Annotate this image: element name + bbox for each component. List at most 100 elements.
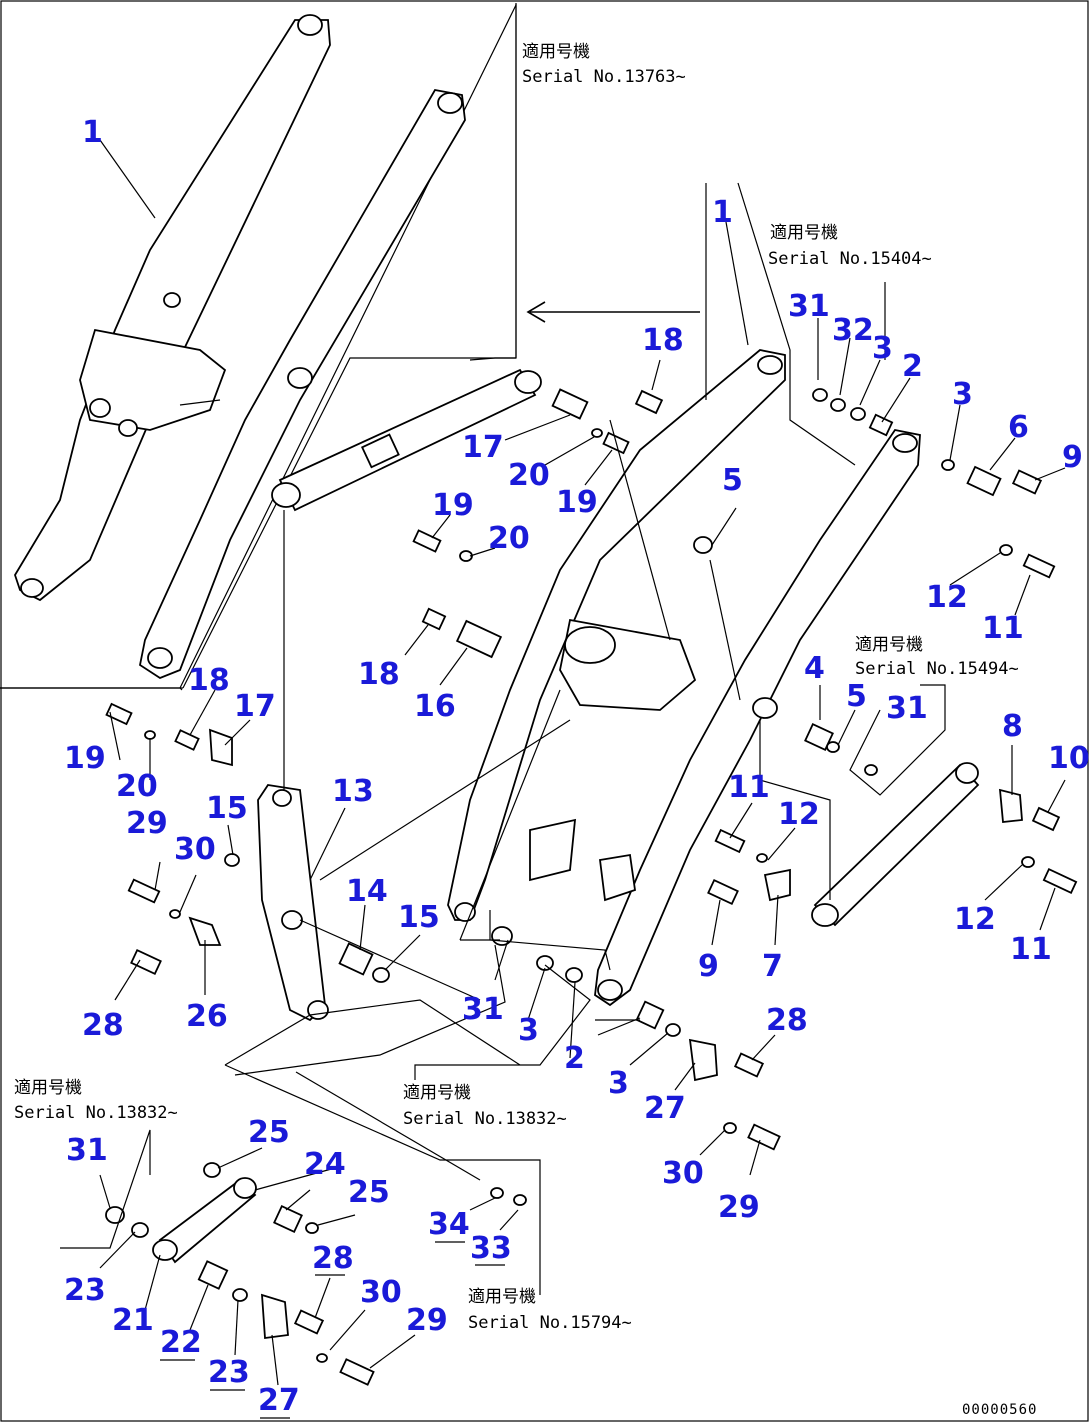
callout: 25 [348,1175,390,1210]
serial-note-6: 適用号機 Serial No.15794~ [468,1287,632,1333]
callout: 12 [954,902,996,937]
callout: 29 [406,1303,448,1338]
callout: 8 [1002,709,1023,744]
bellcrank [257,784,329,1022]
callout: 19 [432,488,474,523]
callout: 3 [608,1066,629,1101]
callout: 11 [728,770,770,805]
callout: 12 [778,797,820,832]
callout: 24 [304,1147,346,1182]
callout: 1 [82,115,103,150]
callouts: 1 1 18 17 20 19 19 20 18 16 31 32 3 2 3 … [64,115,1090,1418]
callout: 22 [160,1325,202,1360]
callout: 20 [488,521,530,556]
callout: 10 [1048,741,1090,776]
callout: 4 [804,651,825,686]
leader-lines [60,139,1066,1386]
callout: 28 [82,1008,124,1043]
callout: 32 [832,313,874,348]
callout: 5 [722,463,743,498]
callout: 34 [428,1207,470,1242]
callout: 9 [698,949,719,984]
callout: 13 [332,774,374,809]
callout: 7 [762,949,783,984]
callout: 30 [360,1275,402,1310]
callout: 25 [248,1115,290,1150]
callout: 3 [518,1013,539,1048]
serial-note-serial: Serial No.13763~ [522,67,686,87]
callout: 3 [952,377,973,412]
main-lift-arm [447,349,921,1007]
callout: 27 [644,1091,686,1126]
link [152,1177,257,1264]
inset-diagonal [182,357,516,689]
callout: 31 [788,289,830,324]
callout: 17 [462,430,504,465]
serial-note-3: 適用号機 Serial No.15494~ [855,635,1019,679]
serial-note-serial: Serial No.15404~ [768,249,932,269]
callout: 17 [234,689,276,724]
serial-note-title: 適用号機 [770,223,838,243]
callout: 9 [1062,440,1083,475]
serial-note-serial: Serial No.13832~ [14,1103,178,1123]
callout: 19 [556,485,598,520]
callout: 15 [398,900,440,935]
callout: 5 [846,679,867,714]
callout: 11 [982,611,1024,646]
serial-note-2: 適用号機 Serial No.15404~ [768,223,932,269]
callout: 18 [642,323,684,358]
serial-note-title: 適用号機 [855,635,923,655]
callout: 14 [346,874,388,909]
serial-note-title: 適用号機 [14,1078,82,1098]
callout: 21 [112,1303,154,1338]
callout: 1 [712,195,733,230]
callout: 2 [564,1041,585,1076]
serial-note-title: 適用号機 [522,42,590,62]
callout: 31 [462,992,504,1027]
serial-note-title: 適用号機 [403,1083,471,1103]
callout: 2 [902,349,923,384]
serial-note-5: 適用号機 Serial No.13832~ [403,1083,567,1129]
callout: 29 [718,1190,760,1225]
inset-frame [469,4,517,361]
callout: 26 [186,999,228,1034]
bucket-cylinder [811,762,980,927]
serial-note-serial: Serial No.13832~ [403,1109,567,1129]
callout: 6 [1008,410,1029,445]
callout: 15 [206,791,248,826]
callout: 30 [174,832,216,867]
callout-underlines [160,1241,505,1419]
callout: 33 [470,1231,512,1266]
tilt-cylinder [271,368,542,512]
callout: 31 [886,691,928,726]
reference-arrow-head [526,301,546,323]
callout: 12 [926,580,968,615]
small-parts [105,388,1078,1386]
serial-note-4: 適用号機 Serial No.13832~ [14,1078,178,1123]
serial-note-serial: Serial No.15794~ [468,1313,632,1333]
drawing-code: 00000560 [962,1402,1037,1418]
inset-lift-arm [14,14,466,680]
serial-note-1: 適用号機 Serial No.13763~ [522,42,686,87]
serial-note-title: 適用号機 [468,1287,536,1307]
callout: 11 [1010,932,1052,967]
callout: 30 [662,1156,704,1191]
callout: 20 [116,769,158,804]
serial-note-serial: Serial No.15494~ [855,659,1019,679]
callout: 23 [208,1355,250,1390]
callout: 31 [66,1133,108,1168]
callout: 20 [508,458,550,493]
callout: 28 [312,1241,354,1276]
callout: 18 [188,663,230,698]
callout: 28 [766,1003,808,1038]
callout: 3 [872,331,893,366]
callout: 18 [358,657,400,692]
callout: 29 [126,806,168,841]
callout: 16 [414,689,456,724]
callout: 19 [64,741,106,776]
callout: 27 [258,1383,300,1418]
callout: 23 [64,1273,106,1308]
